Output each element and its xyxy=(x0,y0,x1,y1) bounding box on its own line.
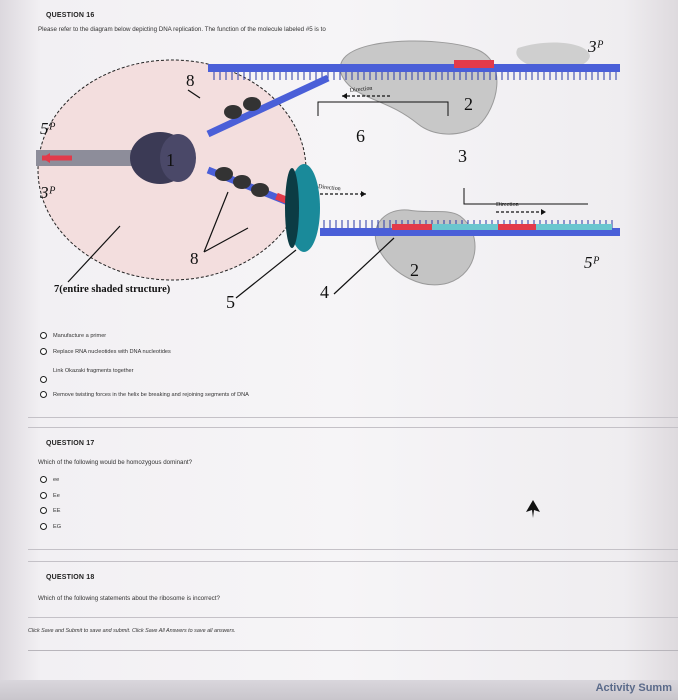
label-5-prime-left: 5ᴾ xyxy=(40,119,56,138)
bottom-okazaki-fragment xyxy=(432,224,498,230)
footer-instructions: Click Save and Submit to save and submit… xyxy=(28,628,236,634)
divider xyxy=(28,617,678,618)
pointer-7 xyxy=(67,225,121,283)
direction-arrow-right-head xyxy=(541,209,546,215)
bottom-strand-blue xyxy=(320,228,620,236)
pointer-5 xyxy=(235,249,297,299)
activity-summary-link[interactable]: Activity Summ xyxy=(595,682,672,694)
option-label: Ee xyxy=(53,492,60,499)
mouse-cursor-icon xyxy=(526,500,540,518)
label-5: 5 xyxy=(226,292,235,312)
pointer-4 xyxy=(333,237,395,295)
bracket-3 xyxy=(463,188,588,205)
q17-option-2[interactable]: Ee xyxy=(40,492,60,499)
label-direction-right: Direction xyxy=(496,202,519,208)
direction-arrow-mid-head xyxy=(361,191,366,197)
radio-button[interactable] xyxy=(40,376,47,383)
enzyme-top-right xyxy=(516,42,590,71)
left-arrow-head xyxy=(42,153,50,163)
radio-button[interactable] xyxy=(40,507,47,514)
label-8-top: 8 xyxy=(186,71,195,90)
label-3: 3 xyxy=(458,146,467,166)
divider xyxy=(28,417,678,418)
label-direction-top: Direction xyxy=(350,86,373,94)
top-rna-primer xyxy=(454,60,494,68)
label-1: 1 xyxy=(166,150,175,170)
label-7: 7(entire shaded structure) xyxy=(54,284,171,295)
label-2-top: 2 xyxy=(464,94,473,114)
polymerase-teal-edge xyxy=(285,168,299,248)
radio-button[interactable] xyxy=(40,492,47,499)
bracket-6 xyxy=(317,101,449,116)
q16-option-3[interactable]: Link Okazaki fragments together xyxy=(40,366,134,383)
dna-replication-diagram: 5ᴾ 3ᴾ 3ᴾ 5ᴾ 8 8 1 2 2 3 4 5 6 7(entire s… xyxy=(36,38,620,312)
question-16-title: QUESTION 16 xyxy=(46,12,95,19)
label-2-bottom: 2 xyxy=(410,260,419,280)
ssb-protein xyxy=(224,105,242,119)
label-5-prime-bottom-right: 5ᴾ xyxy=(584,253,600,272)
divider xyxy=(28,561,678,562)
option-label: Manufacture a primer xyxy=(53,332,107,339)
bottom-rna-primer-2 xyxy=(498,224,536,230)
pointer-8-top xyxy=(187,89,201,99)
ssb-protein xyxy=(233,175,251,189)
label-direction-mid: Direction xyxy=(318,184,341,192)
radio-button[interactable] xyxy=(40,391,47,398)
label-6: 6 xyxy=(356,126,365,146)
option-label: Remove twisting forces in the helix be b… xyxy=(53,391,249,398)
pointer-8-bottom xyxy=(203,191,249,253)
divider xyxy=(28,549,678,550)
question-17-title: QUESTION 17 xyxy=(46,440,95,447)
question-17-prompt: Which of the following would be homozygo… xyxy=(38,459,193,466)
parent-duplex xyxy=(36,150,156,166)
bottom-rna-primer-1 xyxy=(392,224,432,230)
label-4: 4 xyxy=(320,282,329,302)
ssb-protein xyxy=(243,97,261,111)
divider xyxy=(28,427,678,428)
bottom-toolbar: Activity Summ xyxy=(0,680,678,700)
radio-button[interactable] xyxy=(40,523,47,530)
radio-button[interactable] xyxy=(40,348,47,355)
question-18-prompt: Which of the following statements about … xyxy=(38,595,220,602)
helicase-1-front xyxy=(160,134,196,182)
ssb-protein xyxy=(251,183,269,197)
option-label: EE xyxy=(53,507,61,514)
q17-option-1[interactable]: ee xyxy=(40,476,59,483)
q16-option-1[interactable]: Manufacture a primer xyxy=(40,332,106,339)
bottom-okazaki-fragment-2 xyxy=(536,224,612,230)
direction-arrow-top-head xyxy=(342,93,347,99)
top-strand-blue xyxy=(208,64,620,72)
q16-option-2[interactable]: Replace RNA nucleotides with DNA nucleot… xyxy=(40,348,171,355)
q17-option-3[interactable]: EE xyxy=(40,507,60,514)
q16-option-4[interactable]: Remove twisting forces in the helix be b… xyxy=(40,391,249,398)
option-label: ee xyxy=(53,476,60,483)
label-3-prime-left: 3ᴾ xyxy=(39,183,56,202)
divider xyxy=(28,650,678,651)
option-label: Link Okazaki fragments together xyxy=(53,367,134,374)
label-8-bottom: 8 xyxy=(190,249,199,268)
top-diagonal-strand xyxy=(206,74,330,138)
ssb-protein xyxy=(215,167,233,181)
label-3-prime-top-right: 3ᴾ xyxy=(587,38,604,56)
radio-button[interactable] xyxy=(40,332,47,339)
option-label: Replace RNA nucleotides with DNA nucleot… xyxy=(53,348,171,355)
q17-option-4[interactable]: EG xyxy=(40,523,61,530)
question-16-prompt: Please refer to the diagram below depict… xyxy=(38,26,326,33)
option-label: EG xyxy=(53,523,62,530)
question-18-title: QUESTION 18 xyxy=(46,574,95,581)
radio-button[interactable] xyxy=(40,476,47,483)
